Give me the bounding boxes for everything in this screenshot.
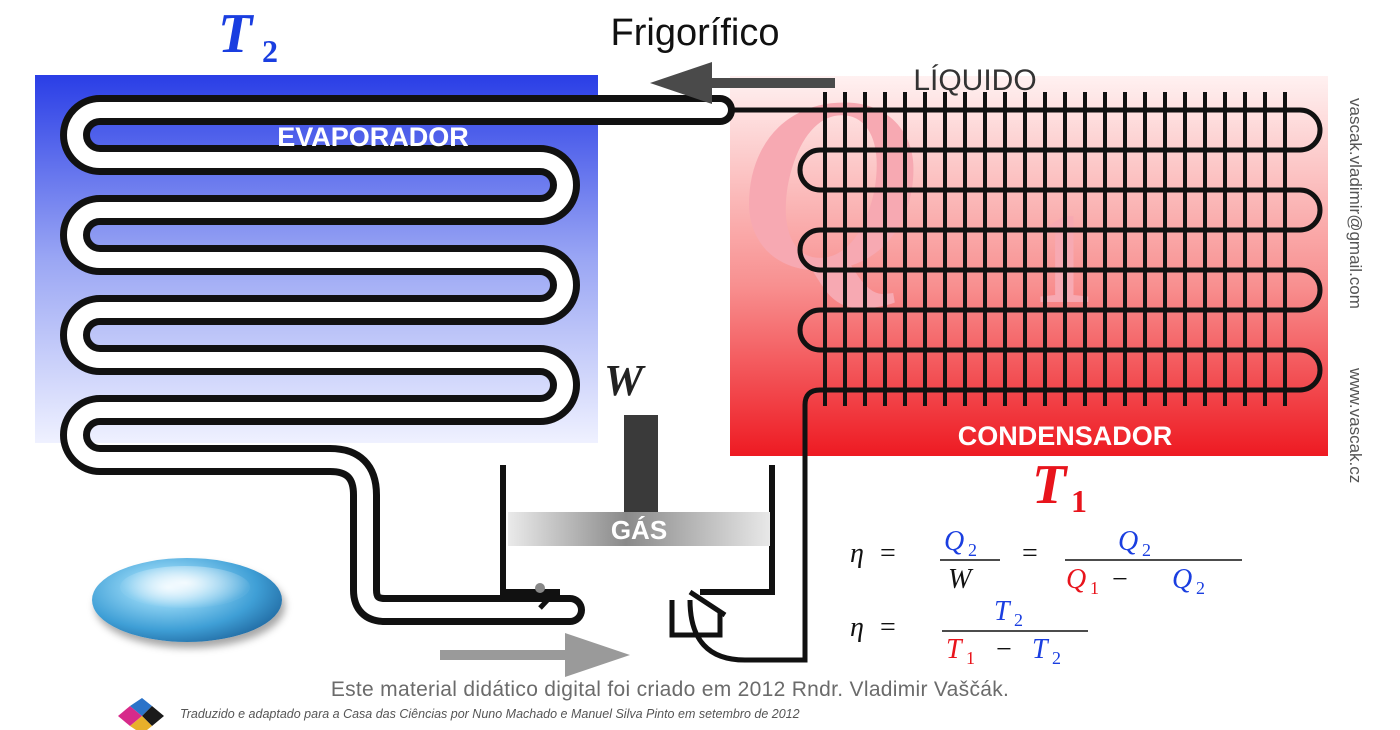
svg-text:Q: Q: [1066, 564, 1086, 595]
svg-text:=: =: [880, 612, 896, 643]
efficiency-formula-work: η = Q 2 W = Q 2 Q 1 − Q 2: [850, 526, 1242, 598]
condenser-label: CONDENSADOR: [958, 421, 1173, 451]
work-w-label: W: [604, 356, 646, 405]
credits-author: Este material didático digital foi criad…: [330, 678, 1010, 701]
temperature-t2-label: T: [218, 3, 255, 65]
gas-flow-arrow: [440, 633, 630, 677]
liquid-flow-arrow: [650, 62, 835, 104]
evaporator-label: EVAPORADOR: [277, 122, 469, 152]
svg-text:2: 2: [968, 540, 977, 560]
svg-text:η: η: [850, 538, 864, 569]
piston-rod: [624, 415, 658, 515]
author-website: www.vascak.cz: [1346, 368, 1365, 484]
heat-q1-label: Q: [740, 46, 921, 323]
piston-head: [508, 512, 770, 546]
author-email: vascak.vladimir@gmail.com: [1346, 98, 1365, 309]
svg-text:2: 2: [1014, 610, 1023, 630]
svg-text:2: 2: [1142, 540, 1151, 560]
evaporator-coil: [60, 95, 735, 625]
svg-text:1: 1: [966, 648, 975, 668]
credits-translation: Traduzido e adaptado para a Casa das Ciê…: [180, 707, 800, 721]
svg-text:=: =: [1022, 538, 1038, 569]
condenser-coil: [598, 107, 1323, 640]
play-button[interactable]: [92, 558, 282, 642]
compressor-valves: [538, 589, 808, 663]
svg-text:−: −: [1112, 564, 1128, 595]
svg-text:W: W: [948, 564, 974, 595]
svg-text:2: 2: [1052, 648, 1061, 668]
svg-text:T: T: [994, 596, 1012, 627]
svg-text:2: 2: [1196, 578, 1205, 598]
temperature-t1-subscript: 1: [1071, 483, 1087, 519]
svg-text:η: η: [850, 612, 864, 643]
svg-text:−: −: [996, 634, 1012, 665]
condenser-panel: [730, 76, 1328, 456]
svg-text:=: =: [880, 538, 896, 569]
casa-ciencias-logo: [118, 698, 164, 730]
liquid-label: LÍQUIDO: [913, 64, 1036, 97]
svg-text:T: T: [1032, 634, 1050, 665]
svg-text:Q: Q: [1118, 526, 1138, 557]
condenser-grid: [823, 92, 1287, 406]
temperature-t2-subscript: 2: [262, 33, 278, 69]
svg-text:T: T: [946, 634, 964, 665]
svg-text:1: 1: [1090, 578, 1099, 598]
page-title: Frigorífico: [611, 12, 780, 54]
svg-text:Q: Q: [944, 526, 964, 557]
temperature-t1-label: T: [1032, 454, 1069, 516]
svg-text:Q: Q: [1172, 564, 1192, 595]
gas-label: GÁS: [611, 515, 667, 545]
efficiency-formula-temperature: η = T 2 T 1 − T 2: [850, 596, 1088, 668]
valve-pivot: [535, 583, 545, 593]
